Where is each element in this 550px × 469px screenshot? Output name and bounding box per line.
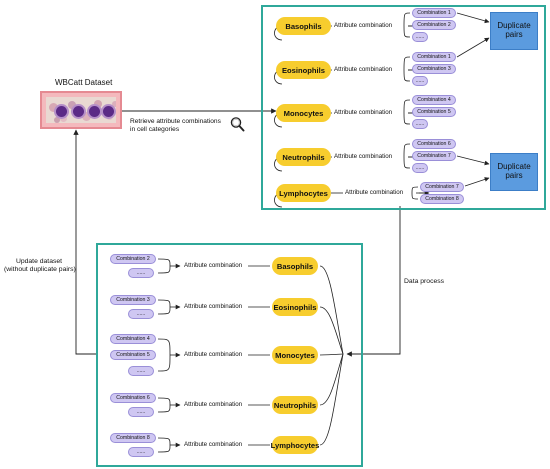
combination-item: Combination 3: [110, 295, 156, 305]
blood-cell: [54, 117, 60, 123]
combination-more: ......: [128, 447, 154, 457]
attr-label: Attribute combination: [334, 22, 393, 29]
duplicate-pairs-bottom: Duplicate pairs: [490, 153, 538, 191]
blood-cell: [82, 112, 91, 121]
category-monocytes: Monocytes: [276, 104, 331, 122]
process-label: Data process: [404, 278, 445, 285]
combination-item: Combination 7: [420, 182, 464, 192]
brace-2: [403, 99, 411, 125]
category-neutrophils: Neutrophils: [276, 148, 331, 166]
white-blood-cell: [56, 106, 67, 117]
combination-more: ......: [412, 32, 428, 42]
combination-more: ......: [128, 268, 154, 278]
combination-more: ......: [128, 407, 154, 417]
blood-cell: [49, 103, 58, 112]
category-eosinophils: Eosinophils: [272, 298, 318, 316]
combination-item: Combination 7: [412, 151, 456, 161]
category-lymphocytes: Lymphocytes: [276, 184, 331, 202]
category-basophils: Basophils: [276, 17, 331, 35]
attr-label: Attribute combination: [184, 262, 243, 269]
combination-more: ......: [128, 366, 154, 376]
category-neutrophils: Neutrophils: [272, 396, 318, 414]
fan-3: [319, 353, 344, 406]
combination-item: Combination 5: [110, 350, 156, 360]
attr-label: Attribute combination: [334, 66, 393, 73]
search-icon: [229, 116, 245, 132]
update-label: Update dataset (without duplicate pairs): [4, 258, 76, 273]
combination-item: Combination 6: [412, 139, 456, 149]
fan-0: [319, 265, 344, 355]
category-eosinophils: Eosinophils: [276, 61, 331, 79]
dataset-image: [40, 91, 122, 129]
combination-item: Combination 4: [110, 334, 156, 344]
dup-line-c: [456, 155, 490, 166]
dataset-title: WBCatt Dataset: [55, 78, 113, 87]
combination-item: Combination 5: [412, 107, 456, 117]
dup-line-a: [456, 12, 490, 24]
combination-item: Combination 8: [110, 433, 156, 443]
combination-more: ......: [412, 119, 428, 129]
blood-cell: [68, 101, 76, 109]
combination-item: Combination 1: [412, 8, 456, 18]
brace-4: [411, 186, 419, 200]
combination-item: Combination 2: [412, 20, 456, 30]
dup-line-b: [456, 37, 490, 58]
white-blood-cell: [89, 106, 100, 117]
attr-label: Attribute combination: [345, 189, 404, 196]
combination-more: ......: [128, 309, 154, 319]
combination-item: Combination 6: [110, 393, 156, 403]
fan-2: [319, 353, 344, 356]
combination-item: Combination 3: [412, 64, 456, 74]
update-arrow: [73, 129, 96, 355]
attr-label: Attribute combination: [184, 441, 243, 448]
attr-label: Attribute combination: [334, 153, 393, 160]
combination-item: Combination 2: [110, 254, 156, 264]
combination-more: ......: [412, 76, 428, 86]
combination-item: Combination 1: [412, 52, 456, 62]
blood-cell: [60, 115, 67, 122]
blood-cell: [94, 100, 102, 108]
combination-item: Combination 8: [420, 194, 464, 204]
category-lymphocytes: Lymphocytes: [271, 436, 319, 454]
white-blood-cell: [103, 106, 114, 117]
fan-4: [319, 353, 344, 446]
combination-item: Combination 4: [412, 95, 456, 105]
category-monocytes: Monocytes: [272, 346, 318, 364]
bottom-panel: [96, 243, 363, 467]
category-basophils: Basophils: [272, 257, 318, 275]
blood-cell: [112, 101, 116, 107]
dup-line-d: [464, 177, 490, 187]
brace-0: [403, 12, 411, 38]
white-blood-cell: [73, 106, 84, 117]
attr-label: Attribute combination: [184, 401, 243, 408]
attr-label: Attribute combination: [334, 109, 393, 116]
combination-more: ......: [412, 163, 428, 173]
fan-1: [319, 306, 344, 355]
attr-label: Attribute combination: [184, 351, 243, 358]
attr-label: Attribute combination: [184, 303, 243, 310]
brace-1: [403, 56, 411, 82]
process-arrow: [346, 206, 401, 357]
retrieve-label: Retrieve attribute combinations in cell …: [130, 118, 221, 133]
duplicate-pairs-top: Duplicate pairs: [490, 12, 538, 50]
brace-3: [403, 143, 411, 169]
top-panel: [261, 5, 546, 210]
